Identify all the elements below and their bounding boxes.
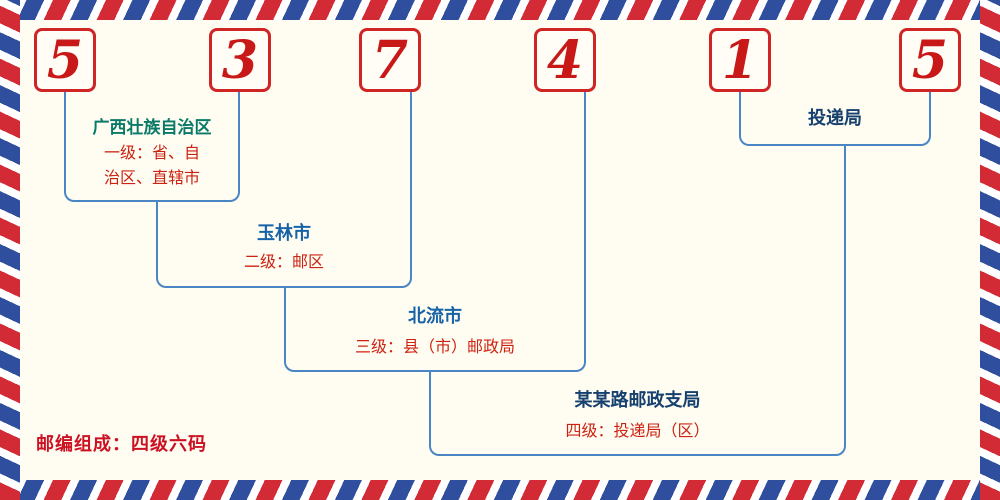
label-level4: 某某路邮政支局 四级：投递局（区）: [429, 372, 846, 456]
envelope-border-bottom: [0, 480, 1000, 500]
label-delivery-office: 投递局: [739, 92, 931, 146]
level3-name: 北流市: [408, 306, 462, 327]
digit-box-5: 1: [709, 28, 771, 92]
level1-desc-line1: 一级：省、自: [103, 143, 200, 163]
level1-desc-line2: 治区、直辖市: [103, 168, 200, 188]
envelope-border-right: [980, 0, 1000, 500]
composition-note: 邮编组成：四级六码: [36, 434, 207, 455]
digit-box-2: 3: [209, 28, 271, 92]
label-level2: 玉林市 二级：邮区: [156, 202, 412, 288]
level2-desc: 二级：邮区: [243, 251, 324, 271]
connector-digit1-level1: [64, 92, 66, 110]
digit-box-1: 5: [34, 28, 96, 92]
connector-digit2-level1: [238, 92, 240, 110]
label-level3: 北流市 三级：县（市）邮政局: [284, 288, 586, 372]
connector-digit3-level2: [410, 92, 412, 202]
level1-name: 广西壮族自治区: [92, 118, 212, 138]
level2-name: 玉林市: [257, 223, 311, 244]
level4-name: 某某路邮政支局: [574, 390, 701, 411]
digit-1: 5: [46, 29, 84, 91]
digit-box-3: 7: [359, 28, 421, 92]
digit-2: 3: [221, 29, 259, 91]
digit-5: 1: [721, 29, 759, 91]
delivery-office-name: 投递局: [808, 108, 862, 129]
envelope-border-left: [0, 0, 20, 500]
level4-desc: 四级：投递局（区）: [565, 420, 710, 440]
digit-4: 4: [546, 29, 584, 91]
label-level1: 广西壮族自治区 一级：省、自 治区、直辖市: [64, 110, 240, 202]
envelope-border-top: [0, 0, 1000, 20]
digit-box-6: 5: [899, 28, 961, 92]
digit-3: 7: [371, 29, 409, 91]
digit-6: 5: [911, 29, 949, 91]
level3-desc: 三级：县（市）邮政局: [354, 336, 515, 356]
connector-delivery-level4: [844, 146, 846, 372]
connector-digit4-level3: [584, 92, 586, 288]
digit-box-4: 4: [534, 28, 596, 92]
